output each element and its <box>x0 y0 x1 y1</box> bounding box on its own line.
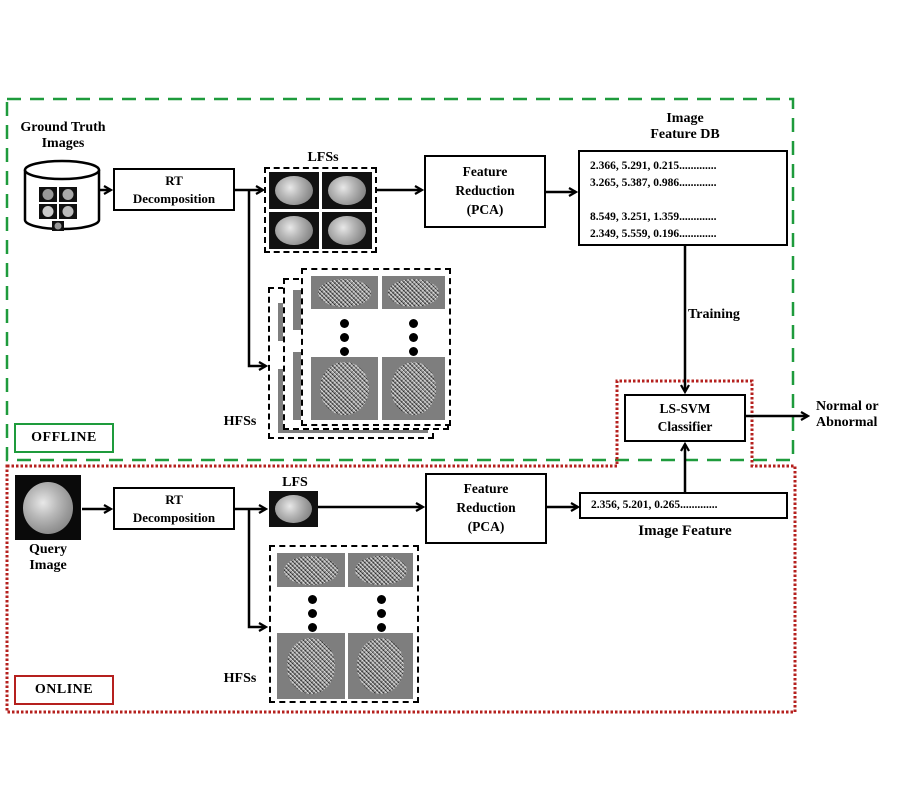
rt-box-line1: RT <box>165 172 183 188</box>
ls-svm-classifier-box: LS-SVM Classifier <box>624 394 746 442</box>
output-label: Normal or Abnormal <box>816 399 900 431</box>
lfs-label-offline: LFSs <box>307 150 339 165</box>
hfs-image <box>311 276 378 309</box>
rt-box-line2: Decomposition <box>132 190 216 206</box>
feature-db-title-line1: Image <box>666 111 704 126</box>
rt-decomposition-box-online: RT Decomposition <box>113 487 235 530</box>
lfs-image-online <box>269 491 318 527</box>
db-row: 8.549, 3.251, 1.359............. <box>590 211 717 223</box>
hfs-label-offline: HFSs <box>223 414 257 429</box>
ground-truth-label-line1: Ground Truth <box>20 120 106 135</box>
hfs-image <box>348 553 413 587</box>
rt-decomposition-box-offline: RT Decomposition <box>113 168 235 211</box>
pca-line2: Reduction <box>456 500 516 516</box>
pca-line1: Feature <box>462 164 508 180</box>
ellipsis-dot <box>377 609 386 618</box>
output-line2: Abnormal <box>816 415 878 431</box>
ellipsis-dot <box>340 347 349 356</box>
ellipsis-dot <box>308 595 317 604</box>
pca-line1: Feature <box>463 481 509 497</box>
arrow-rt-to-hfs <box>247 190 266 366</box>
ellipsis-dot <box>377 623 386 632</box>
pca-box-online: Feature Reduction (PCA) <box>425 473 547 544</box>
ellipsis-dot <box>340 333 349 342</box>
pca-line3: (PCA) <box>466 201 504 217</box>
ellipsis-dot <box>409 319 418 328</box>
classifier-line1: LS-SVM <box>659 400 711 416</box>
ground-truth-label: Ground Truth Images <box>8 120 118 152</box>
online-tag: ONLINE <box>14 675 114 705</box>
offline-tag: OFFLINE <box>14 423 114 453</box>
ellipsis-dot <box>340 319 349 328</box>
ellipsis-dot <box>377 595 386 604</box>
query-image-label: Query Image <box>12 542 84 574</box>
online-section-border <box>5 379 797 714</box>
hfs-image <box>311 357 378 420</box>
query-image <box>15 475 81 540</box>
lfs-image <box>322 172 372 209</box>
ellipsis-dot <box>308 623 317 632</box>
hfs-image <box>277 553 345 587</box>
hfs-image-group-online <box>269 545 419 703</box>
image-feature-box: 2.356, 5.201, 0.265............. <box>579 492 788 519</box>
lfs-image <box>322 212 372 249</box>
database-icon <box>23 159 101 231</box>
output-line1: Normal or <box>816 399 879 414</box>
db-row: 2.349, 5.559, 0.196............. <box>590 228 717 240</box>
lfs-image <box>269 212 319 249</box>
hfs-image <box>382 357 445 420</box>
ellipsis-dot <box>409 333 418 342</box>
lfs-image-group-offline <box>264 167 377 253</box>
db-row: 2.366, 5.291, 0.215............. <box>590 160 717 172</box>
offline-section-border <box>5 97 795 462</box>
hfs-image-group-offline <box>301 268 451 426</box>
pca-line2: Reduction <box>455 183 515 199</box>
hfs-image <box>348 633 413 699</box>
hfs-image <box>382 276 445 309</box>
feature-db-box: 2.366, 5.291, 0.215............. 3.265, … <box>578 150 788 246</box>
rt-box-line1: RT <box>165 491 183 507</box>
training-label: Training <box>688 307 740 322</box>
feature-db-title: Image Feature DB <box>630 111 740 143</box>
ellipsis-dot <box>409 347 418 356</box>
image-feature-label: Image Feature <box>638 523 732 539</box>
db-row: 3.265, 5.387, 0.986............. <box>590 177 717 189</box>
hfs-label-online: HFSs <box>223 671 257 686</box>
lfs-label-online: LFS <box>282 475 308 490</box>
feature-db-title-line2: Feature DB <box>650 127 720 143</box>
lfs-image <box>269 172 319 209</box>
ground-truth-label-line2: Images <box>41 136 85 152</box>
classifier-line2: Classifier <box>657 419 713 434</box>
arrow-rt-to-hfs-online <box>247 509 266 627</box>
pca-box-offline: Feature Reduction (PCA) <box>424 155 546 228</box>
rt-box-line2: Decomposition <box>132 509 216 525</box>
hfs-image <box>277 633 345 699</box>
query-label-line1: Query <box>28 542 68 557</box>
pca-line3: (PCA) <box>467 518 505 534</box>
feature-row: 2.356, 5.201, 0.265............. <box>591 499 718 511</box>
ellipsis-dot <box>308 609 317 618</box>
query-label-line2: Image <box>29 558 67 574</box>
